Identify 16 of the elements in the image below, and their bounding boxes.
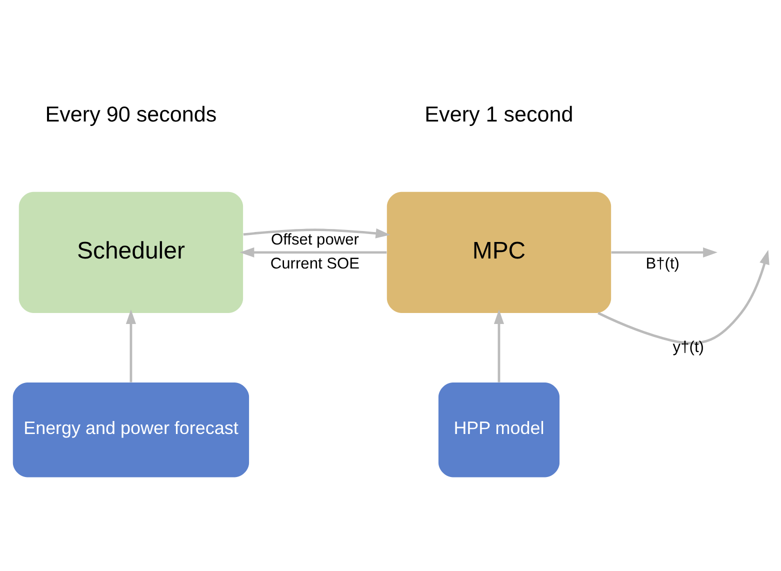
- edge-label: y†(t): [672, 338, 704, 356]
- node-box: Scheduler: [18, 191, 244, 312]
- label: Every 90 seconds: [45, 101, 217, 126]
- arrow: [243, 228, 390, 238]
- node-box: MPC: [386, 191, 612, 312]
- arrow: [494, 309, 504, 382]
- node-box: Energy and power forecast: [12, 382, 250, 477]
- label: Every 1 second: [424, 101, 574, 126]
- arrow: [126, 309, 136, 382]
- arrow: [611, 246, 718, 257]
- arrow: [598, 249, 770, 344]
- node-box: HPP model: [438, 382, 560, 477]
- edge-label: Current SOE: [270, 255, 360, 272]
- edge-label: B†(t): [646, 255, 680, 272]
- arrow: [240, 246, 387, 257]
- edge-label: Offset power: [270, 231, 359, 248]
